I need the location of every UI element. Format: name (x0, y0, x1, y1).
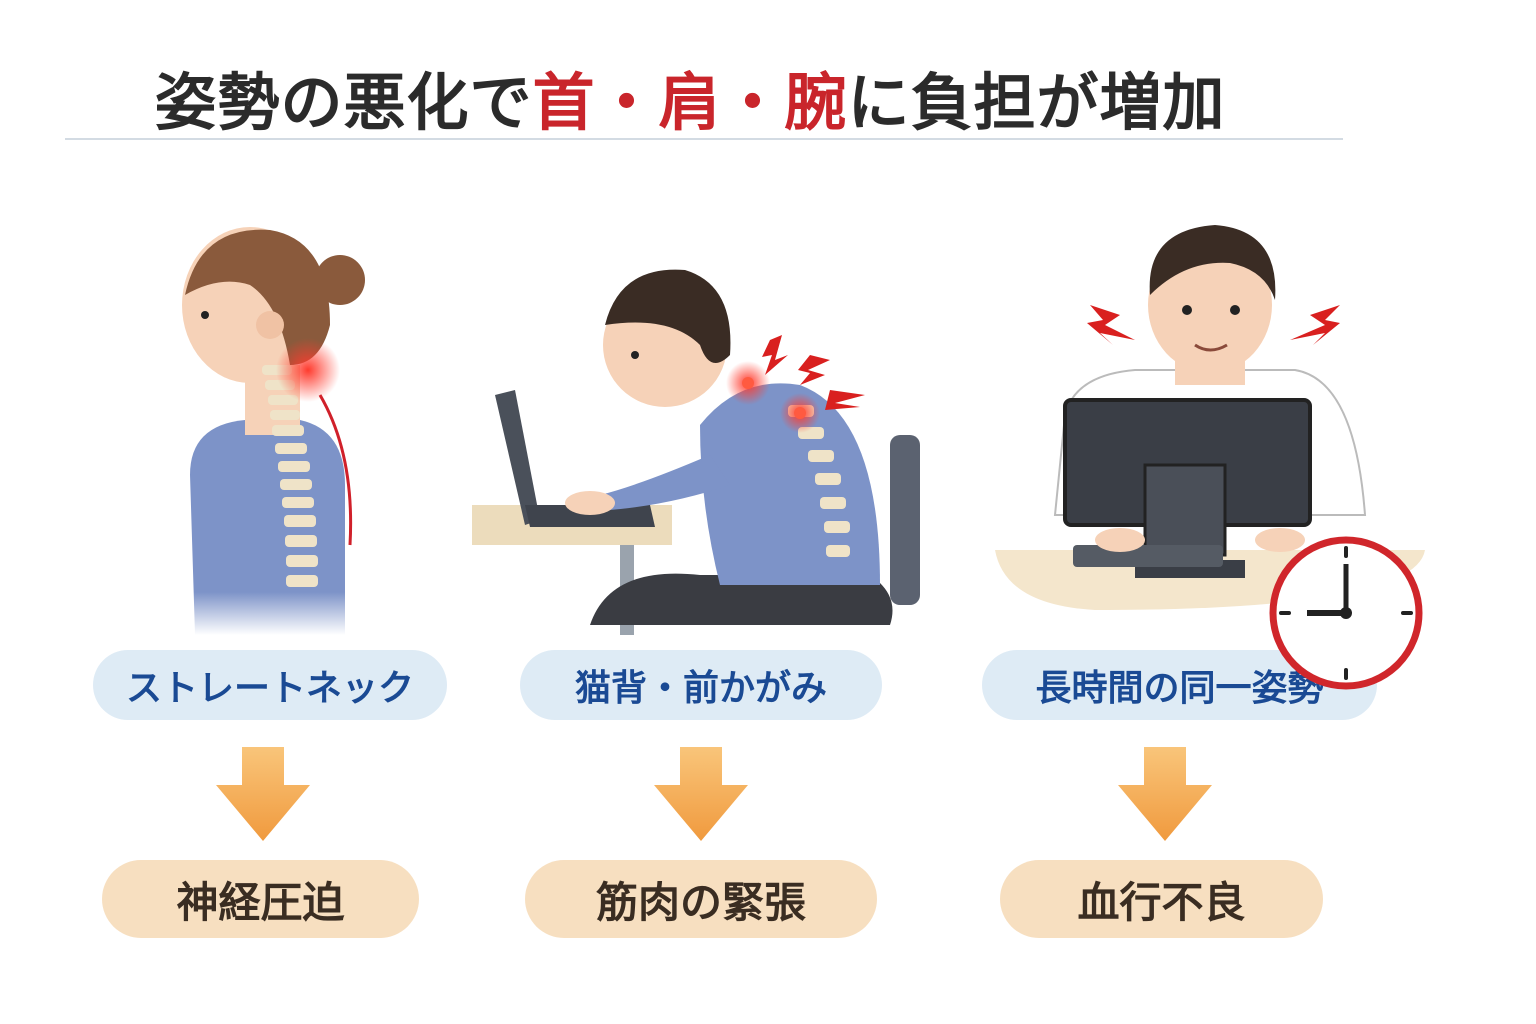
cause-pill-straight-neck: ストレートネック (93, 650, 447, 720)
effect-pill-muscle-tension: 筋肉の緊張 (525, 860, 877, 938)
arrow-down-icon (654, 747, 748, 841)
effect-pill-poor-circulation: 血行不良 (1000, 860, 1323, 938)
arrow-down-icon (1118, 747, 1212, 841)
cause-label: 猫背・前かがみ (574, 668, 827, 709)
title-text: 姿勢の悪化で (154, 66, 533, 139)
effect-label: 血行不良 (1077, 877, 1246, 927)
page-title: 姿勢の悪化で首・肩・腕に負担が増加 (0, 52, 1380, 142)
title-highlight-shoulder: 肩 (658, 66, 722, 139)
title-separator: ・ (595, 66, 659, 139)
clock-icon (1269, 536, 1423, 690)
title-highlight-arm: 腕 (784, 66, 848, 139)
cause-label: ストレートネック (125, 668, 414, 709)
effect-label: 筋肉の緊張 (595, 877, 806, 927)
desktop-man-illustration (995, 225, 1425, 610)
woman-spine-illustration (182, 227, 365, 635)
effect-label: 神経圧迫 (176, 877, 345, 927)
hunched-man-illustration (472, 269, 920, 635)
arrow-down-icon (216, 747, 310, 841)
title-text: に負担が増加 (847, 66, 1226, 139)
title-highlight-neck: 首 (532, 66, 596, 139)
title-separator: ・ (721, 66, 785, 139)
title-divider (65, 138, 1343, 140)
cause-pill-hunched-back: 猫背・前かがみ (520, 650, 882, 720)
effect-pill-nerve-compression: 神経圧迫 (102, 860, 419, 938)
